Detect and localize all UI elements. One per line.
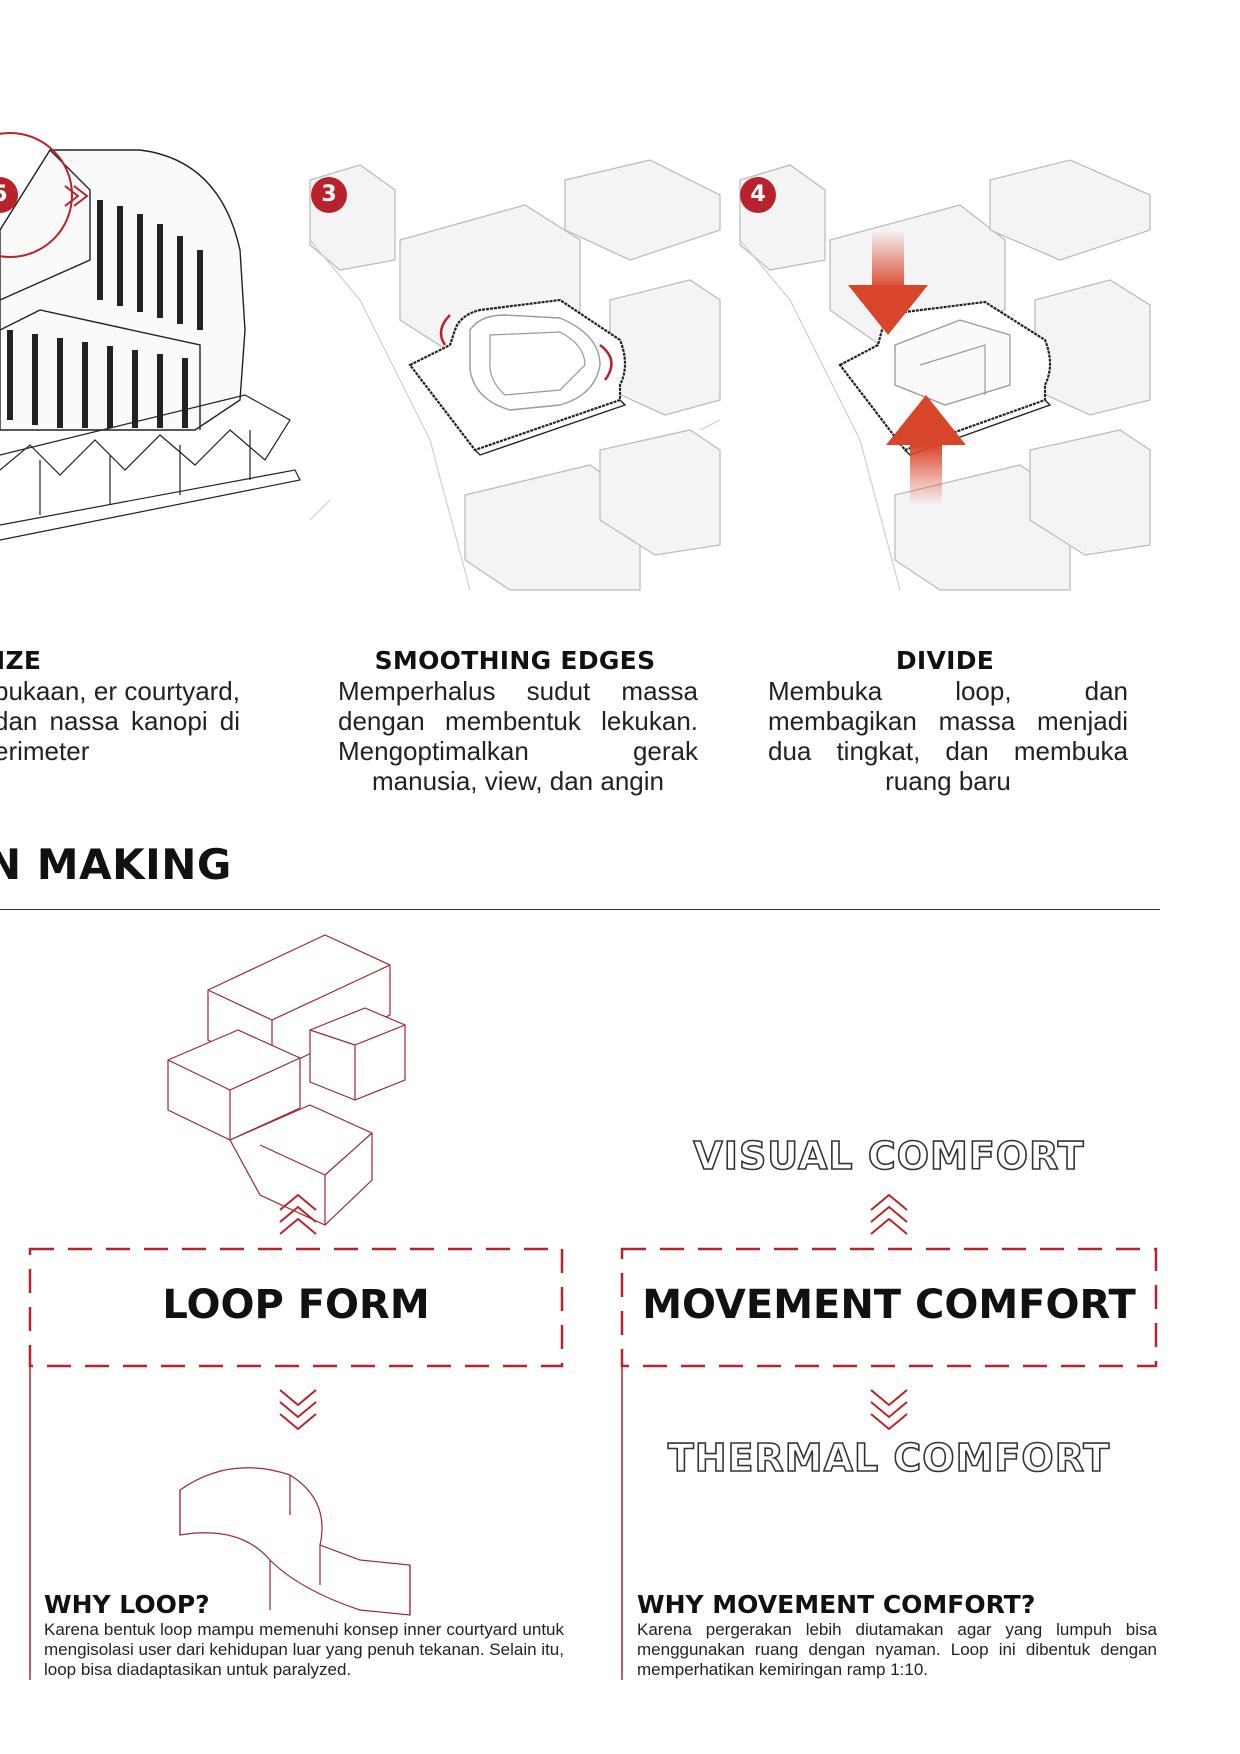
thermal-comfort-label: THERMAL COMFORT bbox=[624, 1436, 1154, 1480]
why-movement-comfort-body: Karena pergerakan lebih diutamakan agar … bbox=[637, 1620, 1157, 1680]
movement-comfort-label: MOVEMENT COMFORT bbox=[622, 1282, 1156, 1328]
why-movement-comfort-title: WHY MOVEMENT COMFORT? bbox=[637, 1590, 1035, 1619]
